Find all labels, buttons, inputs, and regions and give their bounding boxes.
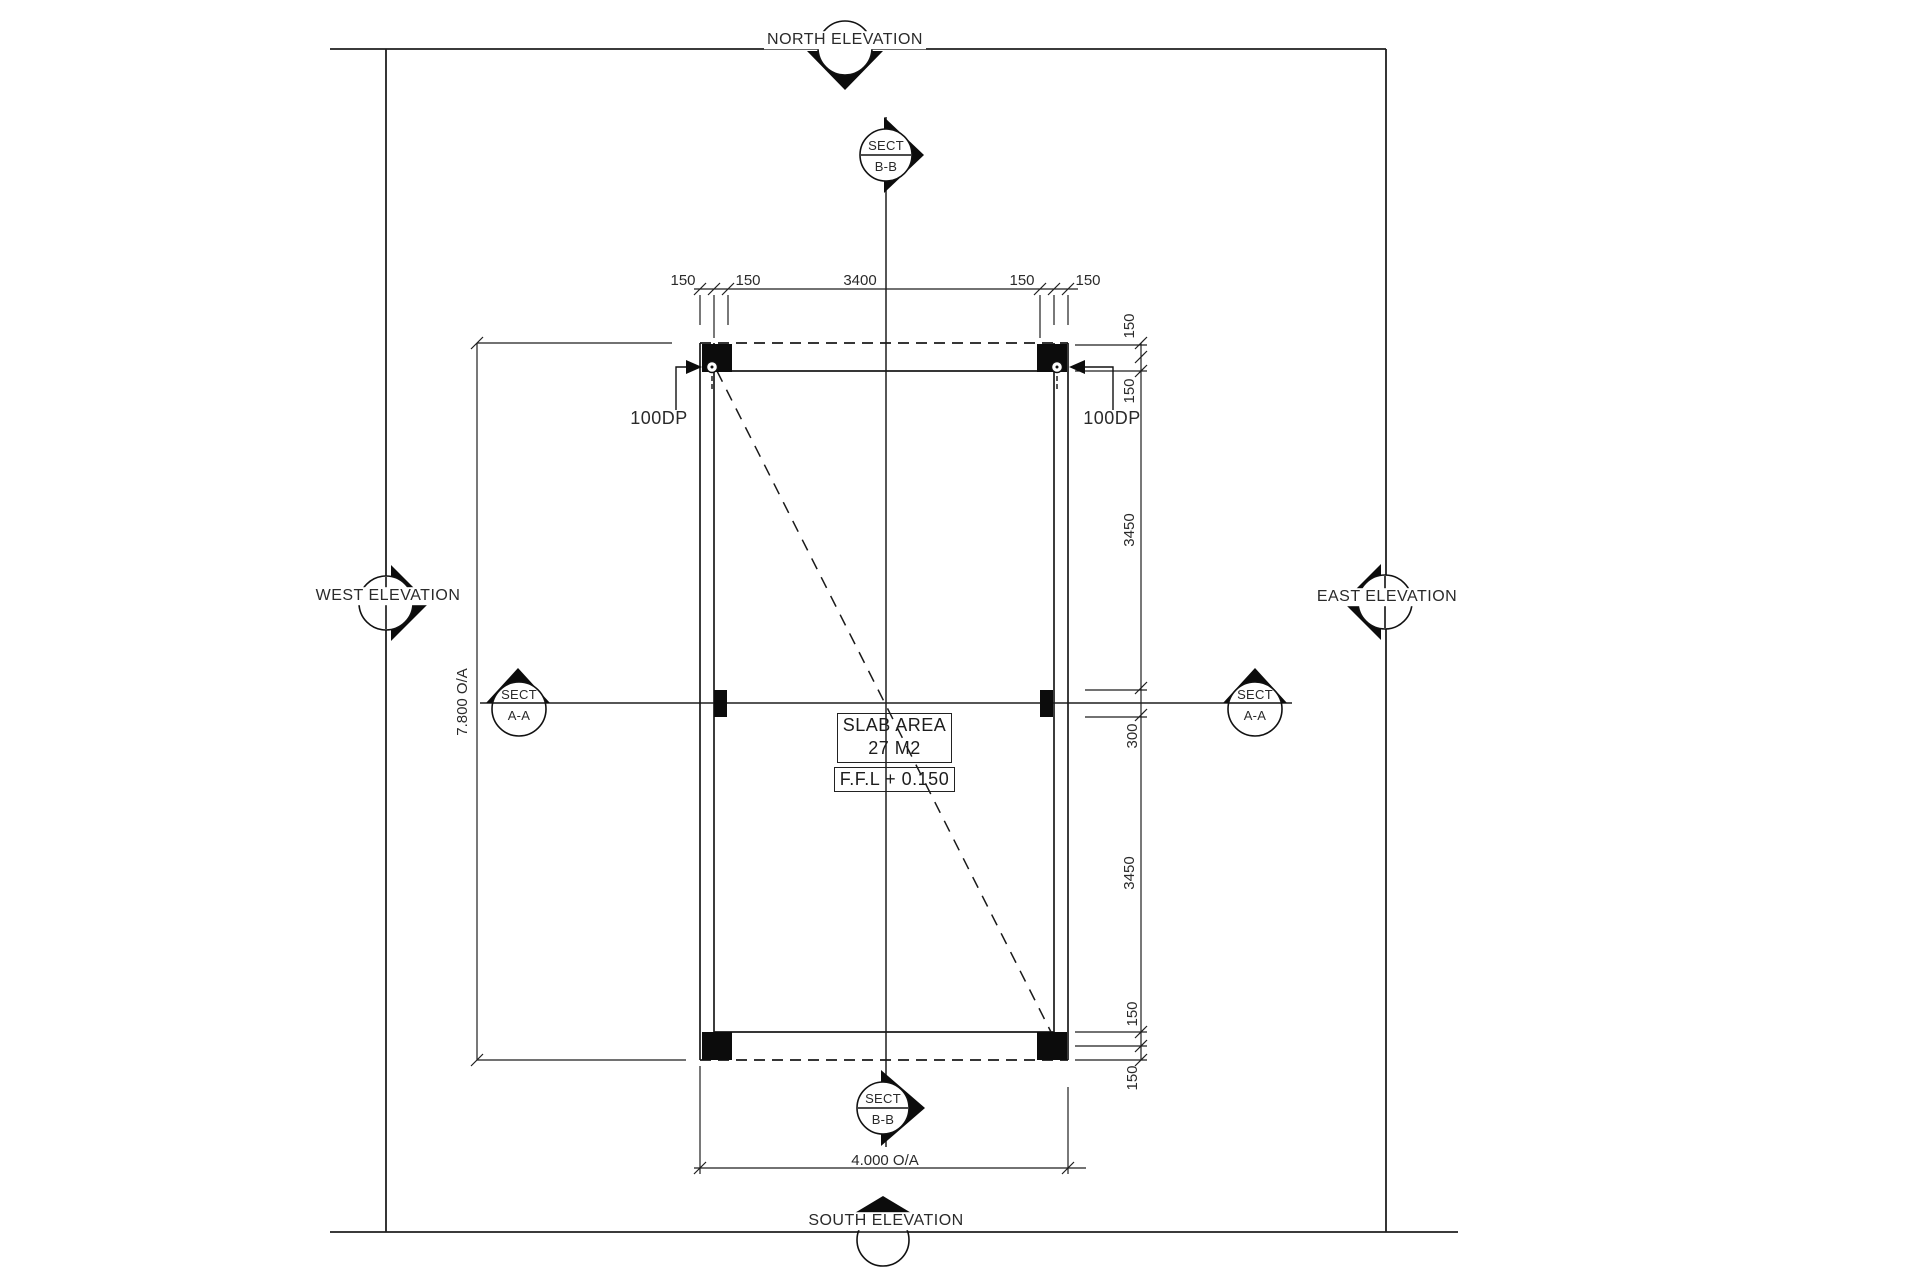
dimension-top <box>693 282 1078 338</box>
dim-bottom-overall: 4.000 O/A <box>851 1151 919 1169</box>
sect-bb-top-id: B-B <box>874 158 898 174</box>
dimension-bottom <box>693 1066 1086 1175</box>
column-bottom-right <box>1037 1032 1067 1060</box>
sect-aa-right-id: A-A <box>1243 707 1267 723</box>
dim-top-5: 150 <box>1075 271 1101 289</box>
column-mid-right <box>1040 690 1053 717</box>
sect-aa-left-id: A-A <box>507 707 531 723</box>
leader-100dp-right <box>1069 360 1114 410</box>
columns <box>702 344 1067 1060</box>
note-100dp-left: 100DP <box>630 408 688 429</box>
setdown-points <box>705 360 1064 390</box>
slab-diagonal <box>716 370 1052 1033</box>
sect-aa-left-label: SECT <box>501 686 537 702</box>
dim-top-1: 150 <box>670 271 696 289</box>
leader-100dp-left <box>675 360 702 410</box>
dim-top-2: 150 <box>735 271 761 289</box>
note-100dp-right: 100DP <box>1083 408 1141 429</box>
sect-bb-bottom-label: SECT <box>865 1090 901 1106</box>
south-elevation-marker <box>853 1196 913 1267</box>
sect-bb-bottom-id: B-B <box>871 1111 895 1127</box>
east-elevation-label: EAST ELEVATION <box>1313 588 1461 606</box>
sect-bb-top-label: SECT <box>868 137 904 153</box>
border-frame <box>330 48 1458 1233</box>
dim-right-2: 150 <box>1120 378 1138 404</box>
section-marker-bb-top <box>859 117 924 193</box>
slab-outline <box>699 342 1069 1061</box>
north-elevation-label: NORTH ELEVATION <box>764 31 926 49</box>
dim-left-overall: 7.800 O/A <box>453 668 471 736</box>
dim-top-3: 3400 <box>843 271 877 289</box>
column-mid-left <box>714 690 727 717</box>
ffl-box: F.F.L + 0.150 <box>834 767 955 792</box>
slab-area-box: SLAB AREA 27 M2 <box>837 713 952 763</box>
west-elevation-label: WEST ELEVATION <box>312 587 464 605</box>
section-marker-aa-right <box>1223 668 1287 737</box>
dim-right-5: 3450 <box>1120 856 1138 890</box>
south-elevation-label: SOUTH ELEVATION <box>805 1212 967 1230</box>
dimension-left <box>470 336 686 1067</box>
dim-top-4: 150 <box>1009 271 1035 289</box>
slab-area-line2: 27 M2 <box>868 738 921 758</box>
section-marker-bb-bottom <box>856 1070 925 1146</box>
dimension-right <box>1075 336 1148 1067</box>
dim-right-6: 150 <box>1123 1001 1141 1027</box>
dim-right-4: 300 <box>1123 723 1141 749</box>
section-marker-aa-left <box>486 668 550 737</box>
ffl-value: F.F.L + 0.150 <box>839 769 950 789</box>
slab-area-line1: SLAB AREA <box>842 715 947 735</box>
dim-right-3: 3450 <box>1120 513 1138 547</box>
dim-right-7: 150 <box>1123 1065 1141 1091</box>
column-bottom-left <box>702 1032 732 1060</box>
dim-right-1: 150 <box>1120 313 1138 339</box>
sect-aa-right-label: SECT <box>1237 686 1273 702</box>
